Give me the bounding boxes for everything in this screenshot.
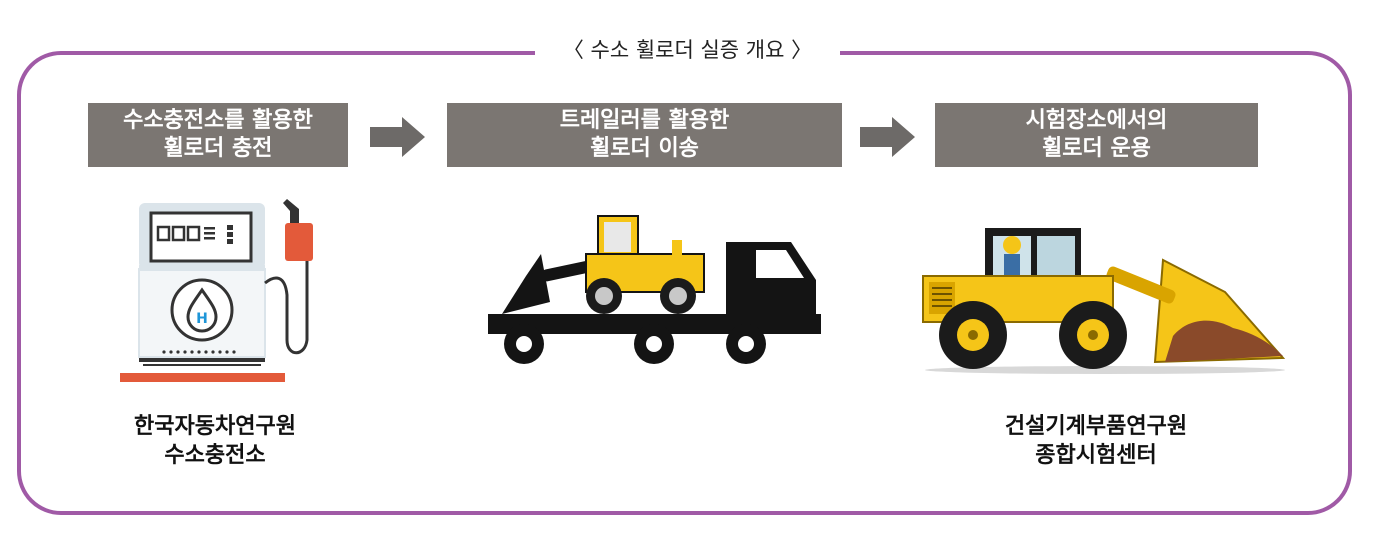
caption-left-line1: 한국자동차연구원 bbox=[134, 414, 296, 439]
step-label-line2: 휠로더 이송 bbox=[590, 136, 699, 161]
caption-right-line2: 종합시험센터 bbox=[1035, 443, 1157, 468]
arrow-right-icon bbox=[860, 117, 915, 157]
step-box-operation: 시험장소에서의 휠로더 운용 bbox=[935, 103, 1258, 167]
step-label-line1: 트레일러를 활용한 bbox=[559, 108, 730, 133]
caption-right: 건설기계부품연구원 종합시험센터 bbox=[966, 412, 1226, 470]
arrow-right-icon bbox=[370, 117, 425, 157]
step-label-line1: 수소충전소를 활용한 bbox=[123, 108, 313, 133]
step-box-charging: 수소충전소를 활용한 휠로더 충전 bbox=[88, 103, 348, 167]
step-label-line2: 휠로더 운용 bbox=[1042, 136, 1151, 161]
caption-right-line1: 건설기계부품연구원 bbox=[1004, 414, 1188, 439]
caption-left-line2: 수소충전소 bbox=[164, 443, 266, 468]
hydrogen-pump-icon: H bbox=[120, 199, 313, 382]
caption-left: 한국자동차연구원 수소충전소 bbox=[85, 412, 345, 470]
step-label-line1: 시험장소에서의 bbox=[1025, 108, 1168, 133]
hydrogen-badge: H bbox=[196, 311, 208, 327]
step-box-transport: 트레일러를 활용한 휠로더 이송 bbox=[447, 103, 842, 167]
step-label-line2: 휠로더 충전 bbox=[163, 136, 273, 161]
diagram-title: 〈 수소 휠로더 실증 개요 〉 bbox=[535, 32, 840, 68]
wheel-loader-icon bbox=[922, 228, 1286, 374]
trailer-truck-icon bbox=[488, 215, 821, 364]
